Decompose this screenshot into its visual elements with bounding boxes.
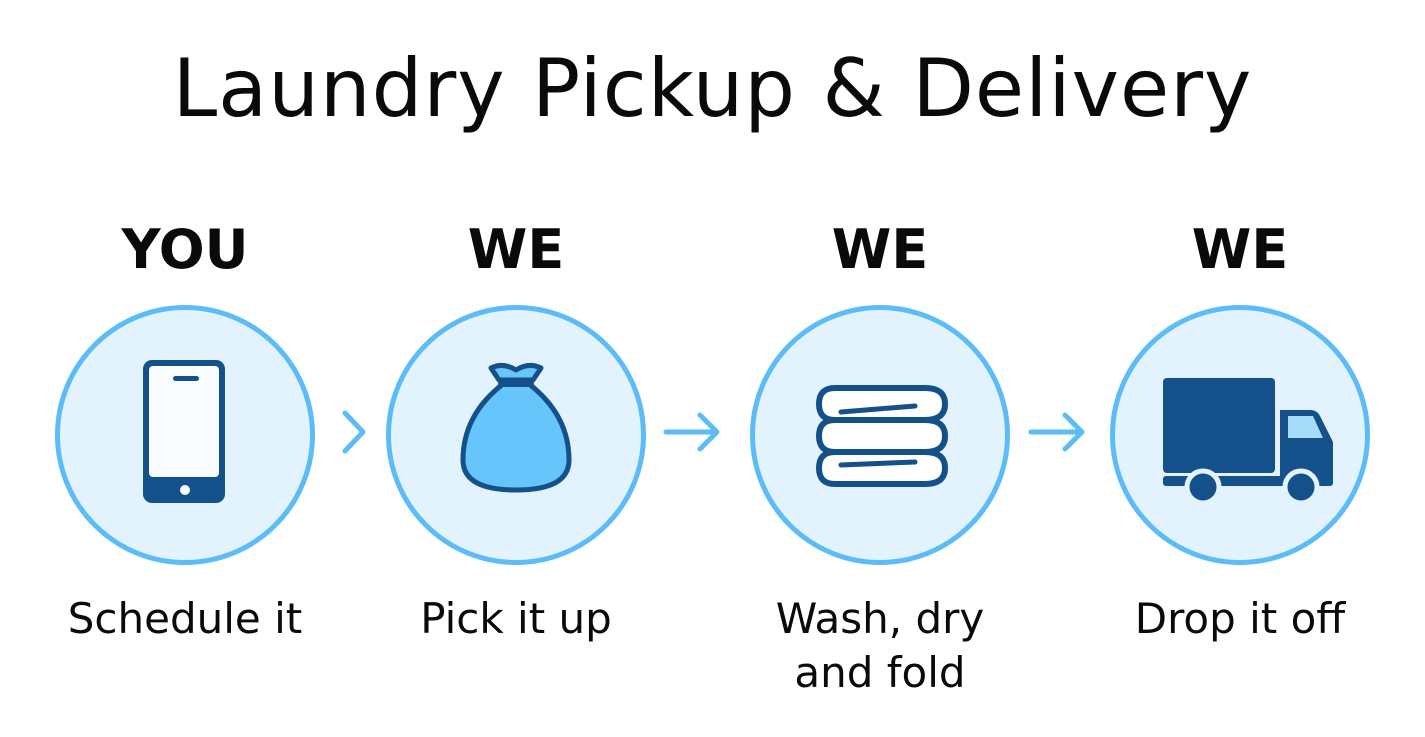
step-4-label: Drop it off: [1134, 594, 1346, 643]
arrow-right-icon: [663, 412, 720, 452]
arrow-right-icon: [1028, 412, 1085, 452]
folded-towels-icon: [815, 385, 949, 487]
step-1-circle: [55, 305, 315, 565]
step-1-actor: YOU: [121, 218, 249, 281]
step-3-label-line-1: Wash, dry: [775, 594, 985, 643]
step-4-circle: [1110, 305, 1370, 565]
step-2-circle: [386, 305, 646, 565]
chevron-right-icon: [342, 410, 366, 454]
step-4-actor: WE: [1191, 218, 1289, 281]
step-3-label: Wash, dry and fold: [710, 592, 1050, 700]
step-3-label-line-2: and fold: [794, 648, 966, 697]
step-2-actor: WE: [467, 218, 565, 281]
laundry-bag-icon: [460, 362, 572, 493]
step-2-label: Pick it up: [420, 594, 612, 643]
phone-icon: [143, 360, 225, 503]
step-3-circle: [750, 305, 1010, 565]
delivery-truck-icon: [1163, 378, 1333, 506]
step-1-label: Schedule it: [67, 594, 303, 643]
step-3-actor: WE: [831, 218, 929, 281]
page-title: Laundry Pickup & Delivery: [172, 42, 1253, 135]
